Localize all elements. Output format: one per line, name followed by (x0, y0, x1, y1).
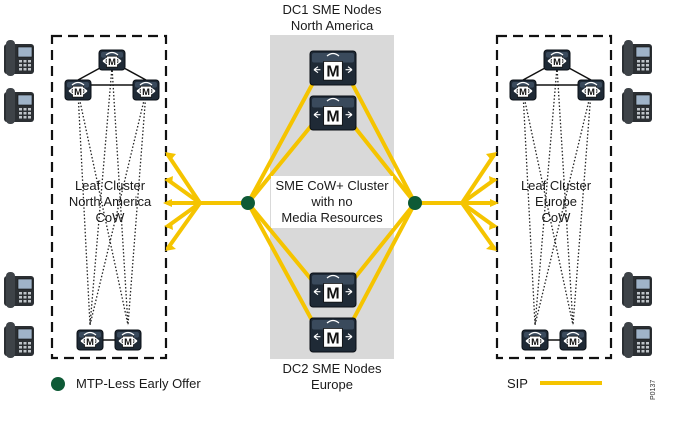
svg-text:M: M (553, 57, 561, 67)
leaf-cluster-eu-label: Leaf Cluster Europe CoW (506, 178, 606, 226)
media-server-icon: M (309, 50, 357, 86)
svg-text:M: M (124, 337, 132, 347)
svg-text:M: M (326, 63, 339, 80)
media-server-icon: M (309, 272, 357, 308)
media-server-icon: M (98, 49, 126, 71)
media-server-icon: M (76, 329, 104, 351)
phones-layer (4, 40, 652, 358)
center-cluster-label: SME CoW+ Cluster with no Media Resources (271, 176, 393, 228)
media-server-icon: M (309, 317, 357, 353)
na-label-line1: Leaf Cluster (74, 178, 146, 193)
svg-text:M: M (519, 87, 527, 97)
leaf-mesh-na (77, 66, 147, 326)
dc1-label-line2: North America (290, 18, 374, 33)
svg-text:M: M (587, 87, 595, 97)
svg-text:M: M (74, 87, 82, 97)
eu-label-line2: Europe (535, 194, 577, 209)
media-server-icon: M (509, 79, 537, 101)
dc1-label-line1: DC1 SME Nodes (282, 2, 382, 17)
leaf-cluster-na-label: Leaf Cluster North America CoW (60, 178, 160, 226)
dc2-label-line1: DC2 SME Nodes (282, 361, 382, 376)
media-server-icon: M (64, 79, 92, 101)
media-server-icon: M (132, 79, 160, 101)
svg-text:M: M (326, 108, 339, 125)
media-server-icon: M (577, 79, 605, 101)
nodes-layer: M M M M M M M M M M M M M M (64, 49, 605, 353)
legend-mtp-swatch (51, 377, 65, 391)
media-server-icon: M (114, 329, 142, 351)
media-server-icon: M (521, 329, 549, 351)
legend-mtp-label: MTP-Less Early Offer (76, 376, 201, 391)
svg-text:M: M (142, 87, 150, 97)
ip-phone-icon (622, 272, 652, 308)
mtp-hub-left (241, 196, 255, 210)
media-server-icon: M (543, 49, 571, 71)
eu-label-line3: CoW (541, 210, 571, 225)
na-label-line2: North America (68, 194, 152, 209)
ip-phone-icon (4, 322, 34, 358)
media-server-icon: M (559, 329, 587, 351)
svg-text:M: M (531, 337, 539, 347)
legend-sip-label: SIP (507, 376, 528, 391)
svg-text:M: M (86, 337, 94, 347)
eu-label-line1: Leaf Cluster (520, 178, 592, 193)
leaf-cluster-eu-box (495, 34, 613, 360)
dc1-label: DC1 SME Nodes North America (262, 2, 402, 34)
svg-text:M: M (569, 337, 577, 347)
svg-text:M: M (326, 330, 339, 347)
mtp-hub-right (408, 196, 422, 210)
ip-phone-icon (622, 88, 652, 124)
na-label-line3: CoW (95, 210, 125, 225)
figure-id: P0137 (650, 379, 657, 400)
dc2-label-line2: Europe (311, 377, 353, 392)
ip-phone-icon (622, 40, 652, 76)
dc2-label: DC2 SME Nodes Europe (262, 361, 402, 393)
ip-phone-icon (4, 88, 34, 124)
ip-phone-icon (4, 272, 34, 308)
leaf-cluster-na-box (50, 34, 168, 360)
center-label-line1: SME CoW+ Cluster (275, 178, 389, 193)
ip-phone-icon (622, 322, 652, 358)
svg-text:M: M (108, 57, 116, 67)
leaf-mesh-eu (522, 66, 592, 326)
center-label-line2: with no (311, 194, 353, 209)
media-server-icon: M (309, 95, 357, 131)
sip-arrowheads (163, 152, 499, 251)
center-label-line3: Media Resources (281, 210, 383, 225)
sip-trunks (166, 68, 496, 337)
ip-phone-icon (4, 40, 34, 76)
svg-text:M: M (326, 285, 339, 302)
